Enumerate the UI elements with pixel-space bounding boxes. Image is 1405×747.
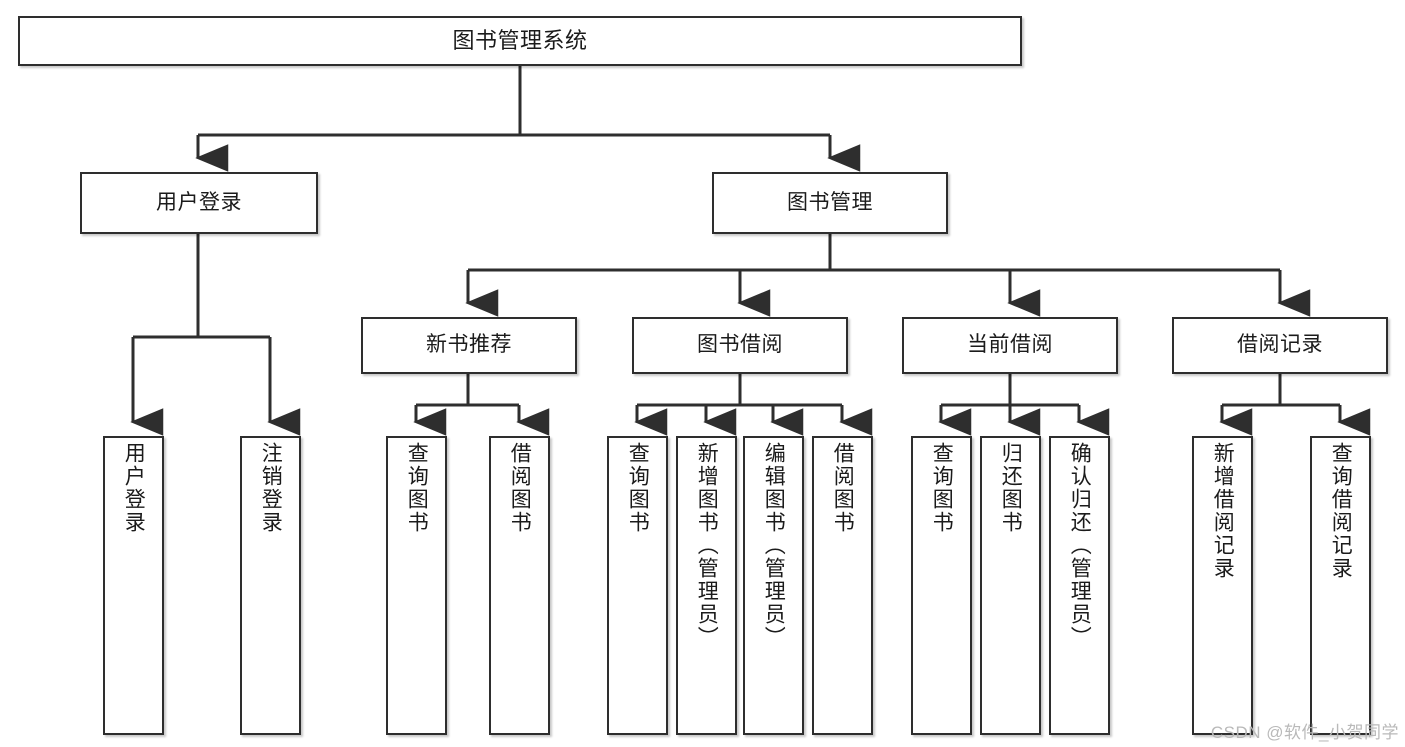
watermark-text: CSDN @软件_小贺同学 <box>1210 723 1399 742</box>
node-book-management[interactable]: 图书管理 <box>712 172 948 234</box>
node-label: 归还图书 <box>999 442 1023 534</box>
node-user-login[interactable]: 用户登录 <box>80 172 318 234</box>
leaf-book-borrow-query-book[interactable]: 查询图书 <box>607 436 668 735</box>
node-label: 查询图书 <box>626 442 650 534</box>
node-label: 新增图书（管理员） <box>695 442 719 649</box>
node-label: 查询图书 <box>930 442 954 534</box>
leaf-current-borrow-return-book[interactable]: 归还图书 <box>980 436 1041 735</box>
leaf-current-borrow-confirm-return-admin[interactable]: 确认归还（管理员） <box>1049 436 1110 735</box>
leaf-new-book-borrow-book[interactable]: 借阅图书 <box>489 436 550 735</box>
node-label: 图书管理系统 <box>452 28 588 54</box>
node-current-borrow[interactable]: 当前借阅 <box>902 317 1118 374</box>
node-root-book-management-system[interactable]: 图书管理系统 <box>18 16 1022 66</box>
node-new-book-recommend[interactable]: 新书推荐 <box>361 317 577 374</box>
node-label: 图书管理 <box>787 190 873 214</box>
leaf-borrow-record-add-record[interactable]: 新增借阅记录 <box>1192 436 1253 735</box>
node-label: 新增借阅记录 <box>1211 442 1235 580</box>
node-label: 图书借阅 <box>697 333 783 357</box>
leaf-book-borrow-edit-book-admin[interactable]: 编辑图书（管理员） <box>743 436 804 735</box>
node-label: 查询借阅记录 <box>1329 442 1353 580</box>
node-book-borrow[interactable]: 图书借阅 <box>632 317 848 374</box>
node-label: 查询图书 <box>405 442 429 534</box>
leaf-user-login-login[interactable]: 用户登录 <box>103 436 164 735</box>
node-label: 新书推荐 <box>426 333 512 357</box>
node-label: 借阅图书 <box>508 442 532 534</box>
node-label: 确认归还（管理员） <box>1068 442 1092 649</box>
leaf-borrow-record-query-record[interactable]: 查询借阅记录 <box>1310 436 1371 735</box>
node-label: 编辑图书（管理员） <box>762 442 786 649</box>
node-borrow-record[interactable]: 借阅记录 <box>1172 317 1388 374</box>
node-label: 用户登录 <box>122 442 146 534</box>
node-label: 用户登录 <box>156 190 242 214</box>
node-label: 当前借阅 <box>967 333 1053 357</box>
node-label: 借阅记录 <box>1237 333 1323 357</box>
leaf-current-borrow-query-book[interactable]: 查询图书 <box>911 436 972 735</box>
leaf-book-borrow-add-book-admin[interactable]: 新增图书（管理员） <box>676 436 737 735</box>
node-label: 注销登录 <box>259 442 283 534</box>
leaf-user-login-logout[interactable]: 注销登录 <box>240 436 301 735</box>
leaf-book-borrow-borrow-book[interactable]: 借阅图书 <box>812 436 873 735</box>
node-label: 借阅图书 <box>831 442 855 534</box>
leaf-new-book-query-book[interactable]: 查询图书 <box>386 436 447 735</box>
